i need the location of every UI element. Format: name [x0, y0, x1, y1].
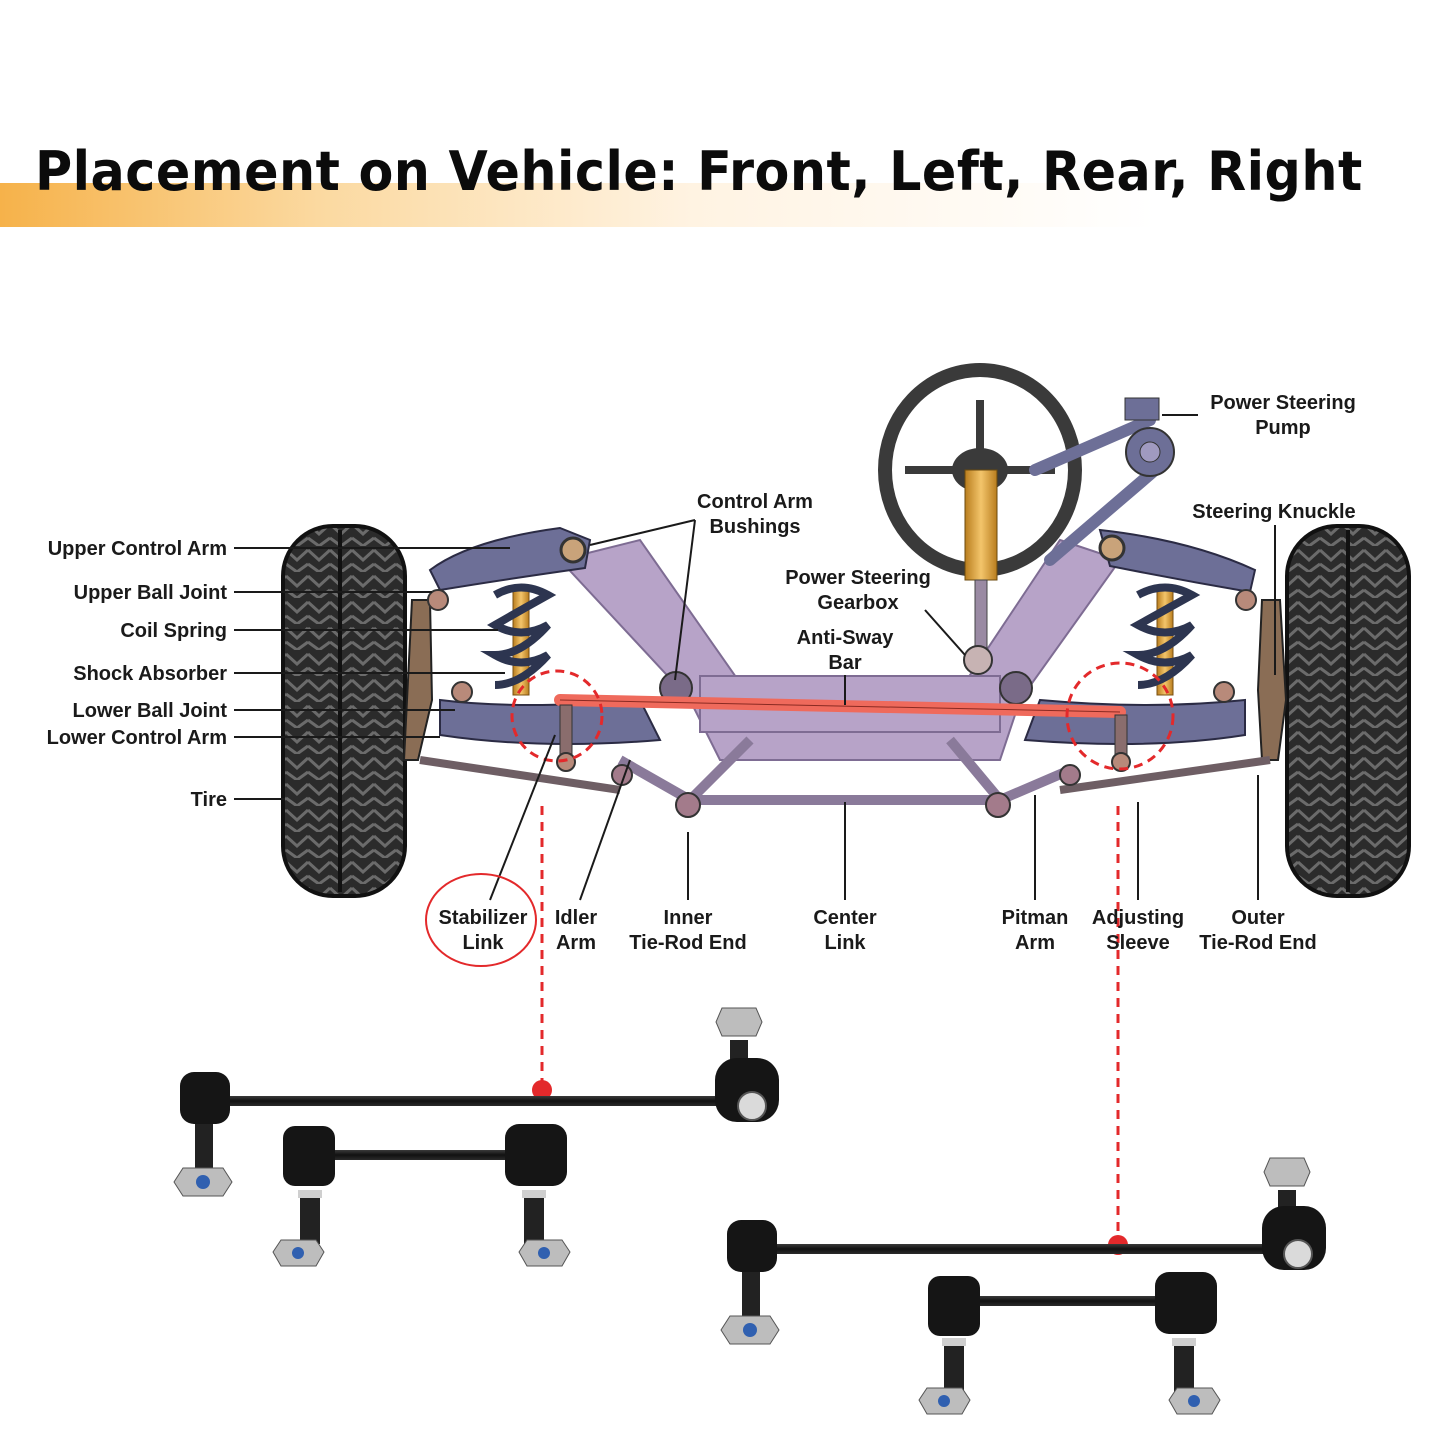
label-stabilizer-link-line1: Stabilizer: [439, 907, 528, 929]
left-coil-spring: [480, 583, 557, 696]
leader-control-arm-bushings: [589, 519, 696, 681]
label-tire: Tire: [191, 789, 227, 811]
label-coil-spring: Coil Spring: [120, 620, 227, 642]
label-center-link-line1: Center: [813, 907, 877, 929]
label-power-steering-gearbox-line1: Power Steering: [785, 567, 931, 589]
label-center-link-line2: Link: [824, 932, 866, 954]
left-upper-control-arm: [428, 526, 592, 592]
right-coil-spring: [1122, 583, 1201, 696]
label-adjusting-sleeve-line2: Sleeve: [1106, 932, 1169, 954]
label-power-steering-gearbox-line2: Gearbox: [817, 592, 898, 614]
left-upper-ball-joint: [427, 589, 449, 611]
label-inner-tie-rod-end-line2: Tie-Rod End: [629, 932, 746, 954]
right-tire: [1285, 524, 1411, 898]
label-adjusting-sleeve-line1: Adjusting: [1092, 907, 1184, 929]
label-shock-absorber: Shock Absorber: [73, 663, 227, 685]
label-pitman-arm-line1: Pitman: [1002, 907, 1069, 929]
label-anti-sway-bar-line2: Bar: [828, 652, 862, 674]
stabilizer-link-long-left: [173, 1007, 779, 1197]
label-steering-knuckle: Steering Knuckle: [1192, 501, 1355, 523]
diagram-stabilizer-links: [556, 704, 1131, 772]
right-lower-ball-joint: [1213, 681, 1235, 703]
stabilizer-link-highlight-ellipse: [425, 873, 537, 967]
title-underline-band: [0, 183, 1445, 227]
label-stabilizer-link-line2: Link: [462, 932, 504, 954]
stabilizer-link-long-right: [720, 1157, 1326, 1345]
power-steering-pump: [1029, 397, 1175, 566]
right-upper-ball-joint: [1235, 589, 1257, 611]
right-upper-bushing: [1098, 534, 1126, 562]
label-power-steering-pump-line2: Pump: [1255, 417, 1311, 439]
label-control-arm-bushings-line1: Control Arm: [697, 491, 813, 513]
right-steering-knuckle: [1256, 599, 1288, 761]
label-control-arm-bushings-line2: Bushings: [709, 516, 800, 538]
steering-linkage: [419, 736, 1271, 818]
label-idler-arm-line1: Idler: [555, 907, 597, 929]
label-idler-arm-line2: Arm: [556, 932, 596, 954]
label-pitman-arm-line2: Arm: [1015, 932, 1055, 954]
page-title: Placement on Vehicle: Front, Left, Rear,…: [35, 140, 1363, 203]
label-lower-ball-joint: Lower Ball Joint: [73, 700, 228, 722]
steering-column: [963, 469, 998, 675]
left-stabilizer-highlight: [510, 669, 604, 763]
label-inner-tie-rod-end-line1: Inner: [664, 907, 713, 929]
right-stabilizer-highlight: [1065, 661, 1175, 771]
label-power-steering-pump-line1: Power Steering: [1210, 392, 1356, 414]
left-connector-dot: [532, 1080, 552, 1100]
stabilizer-link-short-left: [272, 1124, 571, 1267]
label-lower-control-arm: Lower Control Arm: [47, 727, 227, 749]
label-outer-tie-rod-end-line2: Tie-Rod End: [1199, 932, 1316, 954]
leader-power-steering-gearbox: [924, 609, 966, 656]
leader-stabilizer-link: [489, 734, 556, 901]
stabilizer-link-short-right: [918, 1272, 1221, 1415]
left-lower-ball-joint: [451, 681, 473, 703]
label-anti-sway-bar-line1: Anti-Sway: [797, 627, 895, 649]
right-upper-control-arm: [1098, 528, 1257, 594]
leader-idler-arm: [579, 759, 631, 901]
label-upper-control-arm: Upper Control Arm: [48, 538, 227, 560]
left-lower-control-arm: [439, 698, 662, 745]
label-outer-tie-rod-end-line1: Outer: [1231, 907, 1285, 929]
label-upper-ball-joint: Upper Ball Joint: [74, 582, 228, 604]
left-upper-bushing: [559, 536, 587, 564]
